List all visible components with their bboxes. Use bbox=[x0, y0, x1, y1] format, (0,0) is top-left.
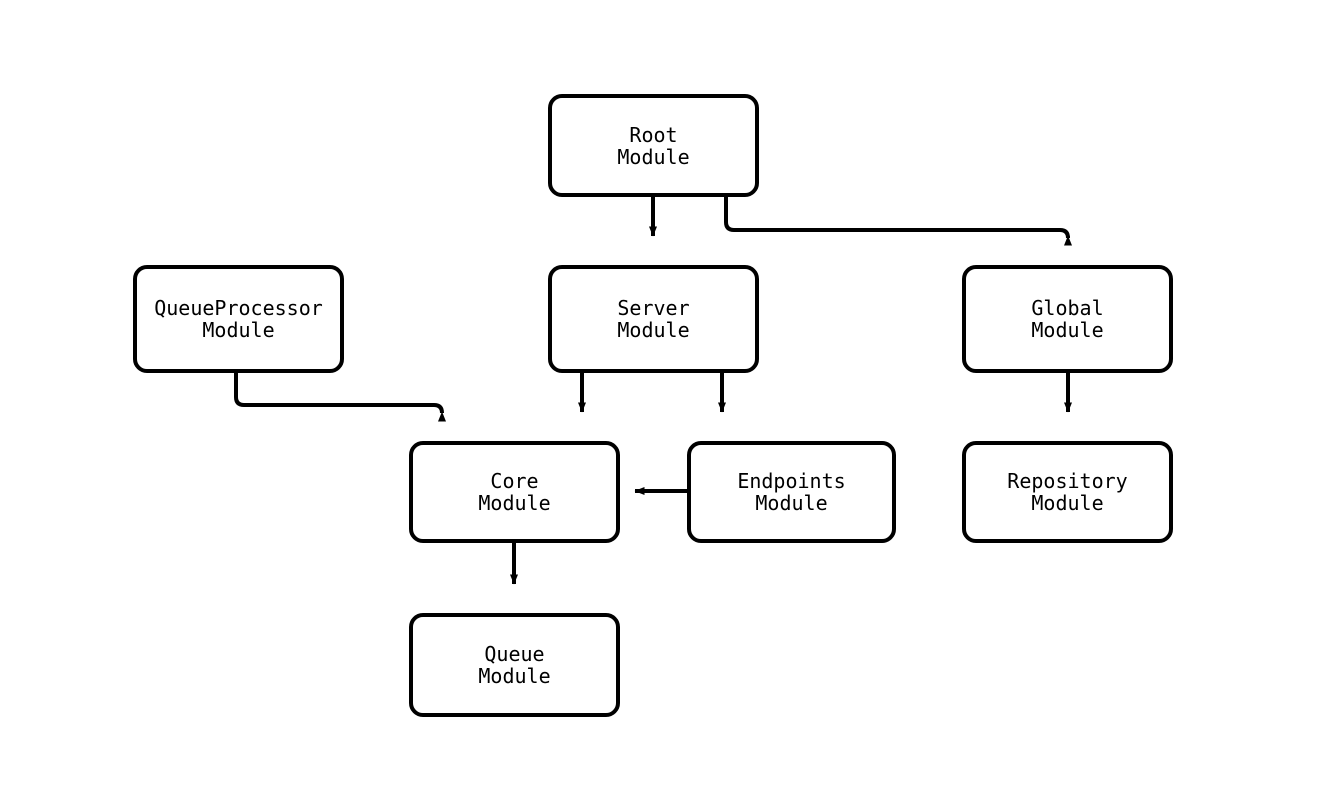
node-repository-module[interactable]: Repository Module bbox=[962, 441, 1173, 543]
node-queueprocessor-module[interactable]: QueueProcessor Module bbox=[133, 265, 344, 373]
node-endpoints-module-label: Endpoints Module bbox=[737, 469, 846, 515]
node-server-module-label: Server Module bbox=[617, 296, 690, 342]
node-global-module[interactable]: Global Module bbox=[962, 265, 1173, 373]
edge-root-to-global bbox=[724, 197, 1072, 246]
node-server-module[interactable]: Server Module bbox=[548, 265, 759, 373]
node-queueprocessor-module-label: QueueProcessor Module bbox=[154, 296, 323, 342]
node-core-module[interactable]: Core Module bbox=[409, 441, 620, 543]
node-queue-module[interactable]: Queue Module bbox=[409, 613, 620, 717]
node-repository-module-label: Repository Module bbox=[1007, 469, 1128, 515]
edge-queueprocessor-to-core bbox=[234, 373, 446, 422]
node-queue-module-label: Queue Module bbox=[478, 642, 551, 688]
node-root-module[interactable]: Root Module bbox=[548, 94, 759, 197]
node-endpoints-module[interactable]: Endpoints Module bbox=[687, 441, 896, 543]
node-core-module-label: Core Module bbox=[478, 469, 551, 515]
node-root-module-label: Root Module bbox=[617, 122, 690, 169]
node-global-module-label: Global Module bbox=[1031, 296, 1104, 342]
